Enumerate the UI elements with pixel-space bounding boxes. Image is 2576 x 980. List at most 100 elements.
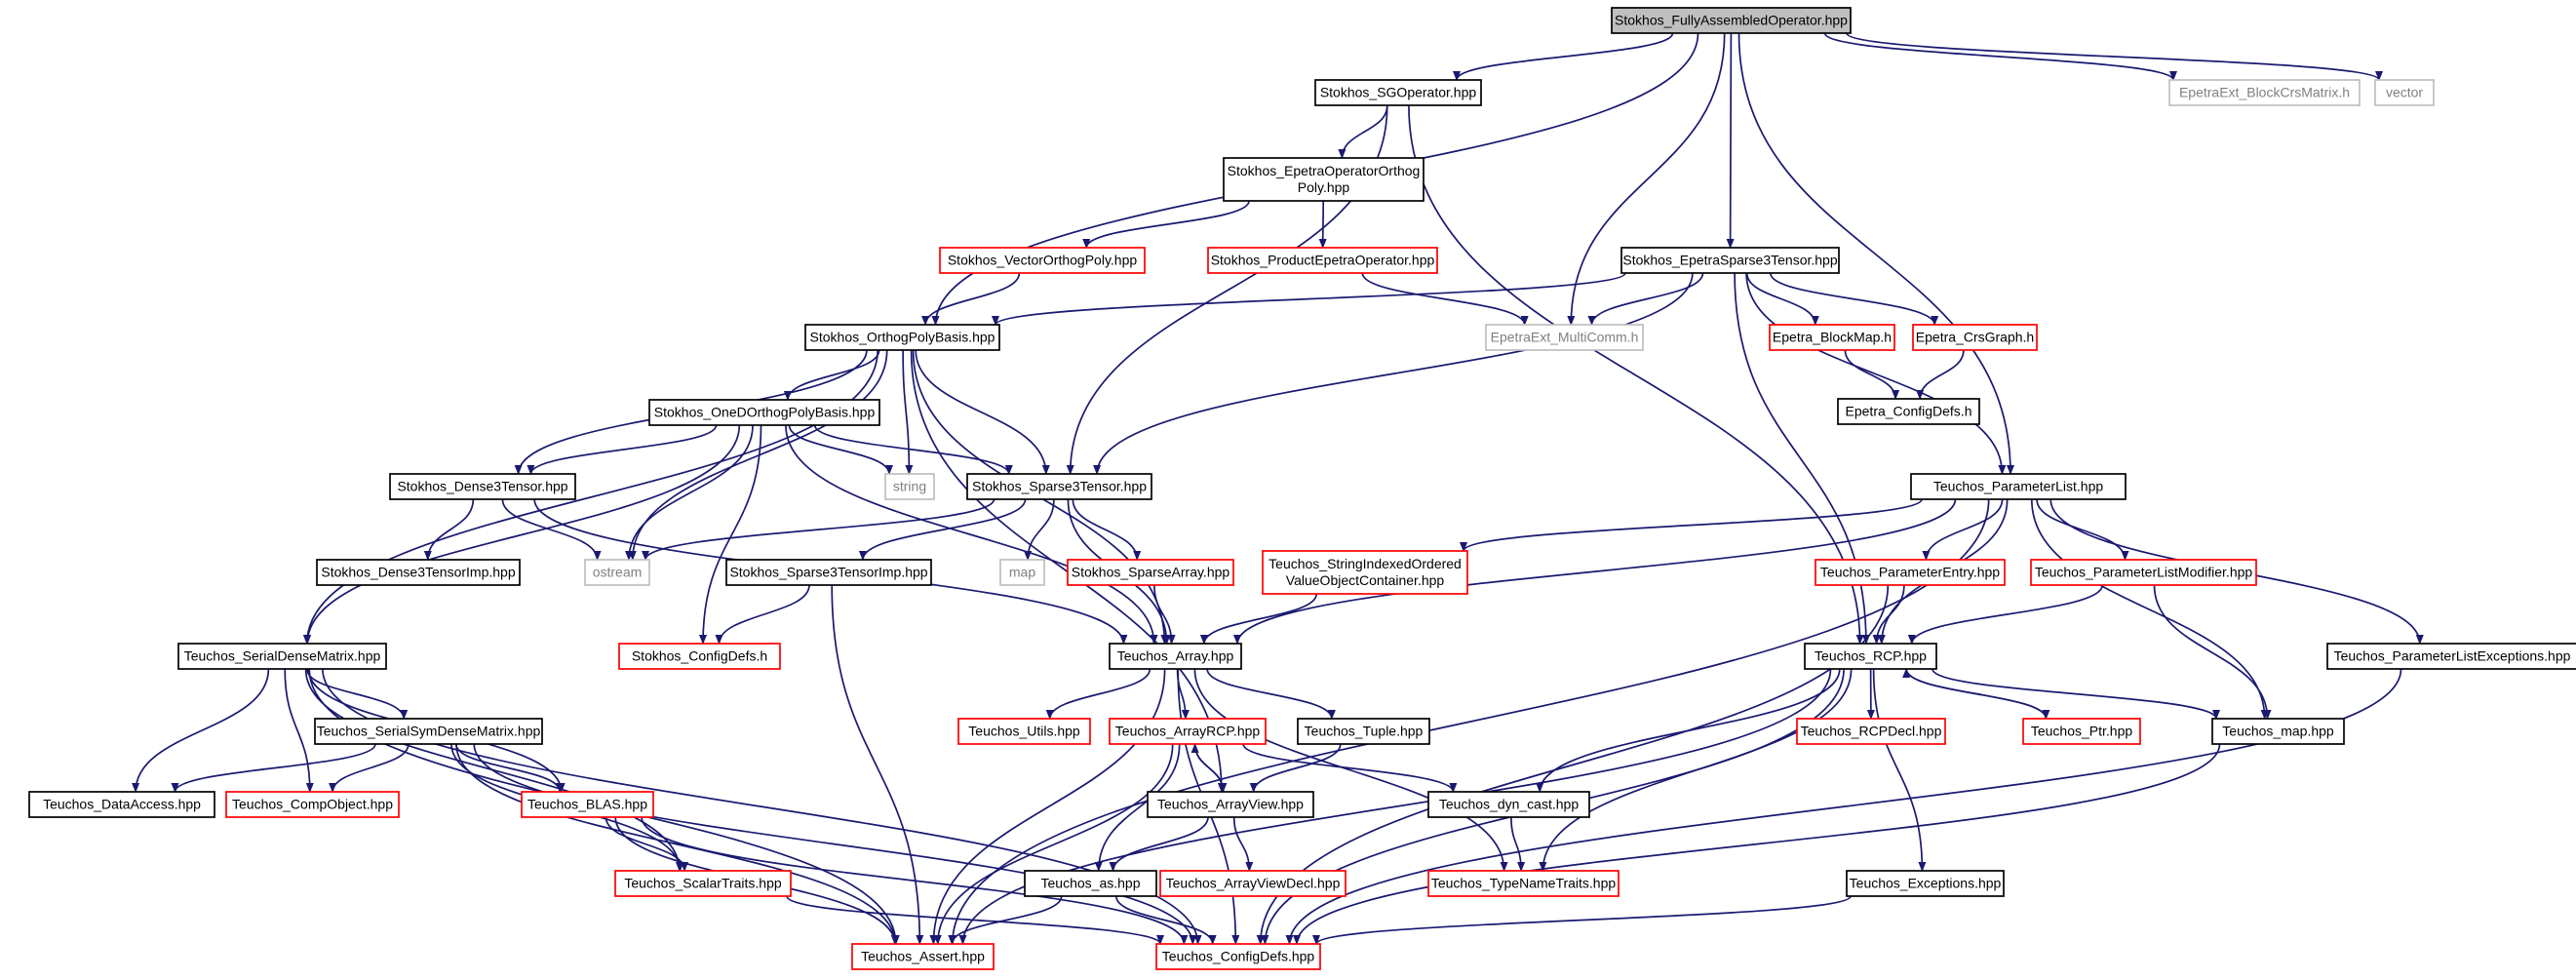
node-utils[interactable]: Teuchos_Utils.hpp — [957, 718, 1091, 745]
edge-arcp-to-dyncast — [1242, 743, 1458, 793]
node-tuple[interactable]: Teuchos_Tuple.hpp — [1297, 718, 1430, 745]
node-opb[interactable]: Stokhos_OrthogPolyBasis.hpp — [804, 324, 1000, 351]
node-oned[interactable]: Stokhos_OneDOrthogPolyBasis.hpp — [648, 399, 880, 426]
edge-plistmod-to-rcp — [1907, 584, 2104, 645]
node-prodop[interactable]: Stokhos_ProductEpetraOperator.hpp — [1207, 247, 1438, 274]
node-label: Teuchos_ParameterList.hpp — [1933, 479, 2104, 494]
node-box — [1155, 943, 1321, 970]
node-blockmap[interactable]: Epetra_BlockMap.h — [1769, 324, 1895, 351]
node-box — [999, 559, 1045, 586]
node-box — [1769, 324, 1895, 351]
node-label: Stokhos_FullyAssembledOperator.hpp — [1615, 13, 1848, 28]
edge-dyncast-to-typename — [1510, 816, 1526, 872]
node-box — [1067, 559, 1234, 586]
node-pentry[interactable]: Teuchos_ParameterEntry.hpp — [1815, 559, 2006, 586]
node-box — [1837, 398, 1980, 425]
node-box — [1620, 247, 1840, 274]
node-sdm[interactable]: Teuchos_SerialDenseMatrix.hpp — [177, 643, 387, 670]
edge-array-to-typename — [1193, 668, 1508, 872]
node-label: Stokhos_Sparse3Tensor.hpp — [972, 479, 1147, 494]
edge-eps3-to-plist — [1745, 272, 2007, 475]
edge-root-to-plist — [1737, 32, 2014, 475]
node-label: Stokhos_EpetraSparse3Tensor.hpp — [1622, 253, 1837, 268]
node-label: Epetra_ConfigDefs.h — [1846, 404, 1972, 419]
node-sgop[interactable]: Stokhos_SGOperator.hpp — [1314, 79, 1482, 106]
node-strindexed[interactable]: Teuchos_StringIndexedOrderedValueObjectC… — [1262, 550, 1468, 595]
node-bcrs: EpetraExt_BlockCrsMatrix.h — [2168, 79, 2361, 106]
node-label: ostream — [593, 565, 643, 580]
node-label: Teuchos_ScalarTraits.hpp — [624, 876, 782, 891]
node-label: Teuchos_TypeNameTraits.hpp — [1431, 876, 1617, 891]
node-label: Teuchos_Tuple.hpp — [1305, 724, 1424, 739]
node-compobj[interactable]: Teuchos_CompObject.hpp — [225, 791, 400, 818]
node-arrviewdecl[interactable]: Teuchos_ArrayViewDecl.hpp — [1159, 870, 1347, 897]
node-label: Teuchos_ArrayViewDecl.hpp — [1166, 876, 1341, 891]
edge-plist-to-tmap — [2030, 498, 2269, 720]
node-rcp[interactable]: Teuchos_RCP.hpp — [1804, 643, 1937, 670]
edge-sparse3imp-to-stkcfg — [715, 584, 810, 645]
edge-sgop-to-epop — [1338, 104, 1388, 159]
node-blas[interactable]: Teuchos_BLAS.hpp — [521, 791, 654, 818]
node-box — [521, 791, 654, 818]
node-epcfg[interactable]: Epetra_ConfigDefs.h — [1837, 398, 1980, 425]
node-box — [316, 559, 521, 586]
edge-oned-to-ostream — [625, 424, 754, 561]
node-box — [614, 870, 792, 897]
node-arrview[interactable]: Teuchos_ArrayView.hpp — [1147, 791, 1314, 818]
node-dense3imp[interactable]: Stokhos_Dense3TensorImp.hpp — [316, 559, 521, 586]
node-sparse3[interactable]: Stokhos_Sparse3Tensor.hpp — [966, 473, 1152, 500]
node-label: Teuchos_Utils.hpp — [968, 724, 1080, 739]
node-label: Stokhos_SGOperator.hpp — [1320, 85, 1477, 100]
node-vop[interactable]: Stokhos_VectorOrthogPoly.hpp — [939, 247, 1146, 274]
edge-arcp-to-tas — [1094, 743, 1181, 872]
node-box — [2374, 79, 2435, 106]
node-dyncast[interactable]: Teuchos_dyn_cast.hpp — [1427, 791, 1590, 818]
edge-prodop-to-multicomm — [1361, 272, 1529, 326]
node-dataacc[interactable]: Teuchos_DataAccess.hpp — [28, 791, 215, 818]
edge-sparse3-to-sparsearr — [1072, 498, 1142, 561]
node-crsgraph[interactable]: Epetra_CrsGraph.h — [1912, 324, 2038, 351]
node-excs[interactable]: Teuchos_Exceptions.hpp — [1846, 870, 2005, 897]
node-plistexc[interactable]: Teuchos_ParameterListExceptions.hpp — [2326, 643, 2576, 670]
node-arcp[interactable]: Teuchos_ArrayRCP.hpp — [1109, 718, 1267, 745]
node-ssdm[interactable]: Teuchos_SerialSymDenseMatrix.hpp — [314, 718, 543, 745]
node-assert[interactable]: Teuchos_Assert.hpp — [851, 943, 995, 970]
node-label: Epetra_CrsGraph.h — [1916, 330, 2034, 345]
node-tas[interactable]: Teuchos_as.hpp — [1024, 870, 1157, 897]
node-ptr[interactable]: Teuchos_Ptr.hpp — [2022, 718, 2141, 745]
node-label: vector — [2386, 85, 2423, 100]
node-plist[interactable]: Teuchos_ParameterList.hpp — [1910, 473, 2127, 500]
edge-crsgraph-to-epcfg — [1916, 349, 1965, 400]
edge-root-to-multicomm — [1567, 32, 1726, 326]
node-typename[interactable]: Teuchos_TypeNameTraits.hpp — [1427, 870, 1620, 897]
edge-excs-to-tcfg — [1312, 895, 1852, 945]
edge-oned-to-string — [788, 424, 893, 475]
node-scalar[interactable]: Teuchos_ScalarTraits.hpp — [614, 870, 792, 897]
node-sparsearr[interactable]: Stokhos_SparseArray.hpp — [1067, 559, 1234, 586]
edge-rcp-to-dyncast — [1536, 668, 1841, 793]
node-rcpdecl[interactable]: Teuchos_RCPDecl.hpp — [1796, 718, 1946, 745]
edge-eps3-to-crsgraph — [1769, 272, 1939, 326]
node-box — [2211, 718, 2345, 745]
node-root[interactable]: Stokhos_FullyAssembledOperator.hpp — [1611, 7, 1852, 34]
node-sparse3imp[interactable]: Stokhos_Sparse3TensorImp.hpp — [725, 559, 932, 586]
node-box — [2326, 643, 2576, 670]
node-label: EpetraExt_BlockCrsMatrix.h — [2179, 85, 2350, 100]
node-tcfg[interactable]: Teuchos_ConfigDefs.hpp — [1155, 943, 1321, 970]
node-label: Stokhos_Dense3TensorImp.hpp — [321, 565, 515, 580]
node-label: Teuchos_ParameterListExceptions.hpp — [2334, 648, 2571, 664]
edge-strindexed-to-array — [1199, 593, 1318, 645]
node-tmap[interactable]: Teuchos_map.hpp — [2211, 718, 2345, 745]
node-array[interactable]: Teuchos_Array.hpp — [1109, 643, 1242, 670]
node-stkcfg[interactable]: Stokhos_ConfigDefs.h — [618, 643, 781, 670]
node-plistmod[interactable]: Teuchos_ParameterListModifier.hpp — [2030, 559, 2257, 586]
node-eps3[interactable]: Stokhos_EpetraSparse3Tensor.hpp — [1620, 247, 1840, 274]
node-dense3[interactable]: Stokhos_Dense3Tensor.hpp — [389, 473, 576, 500]
edge-plist-to-array — [1233, 498, 1957, 645]
node-box — [1912, 324, 2038, 351]
node-vector: vector — [2374, 79, 2435, 106]
edge-ssdm-to-dataacc — [171, 743, 376, 793]
edge-ssdm-to-tcfg — [473, 743, 1197, 945]
